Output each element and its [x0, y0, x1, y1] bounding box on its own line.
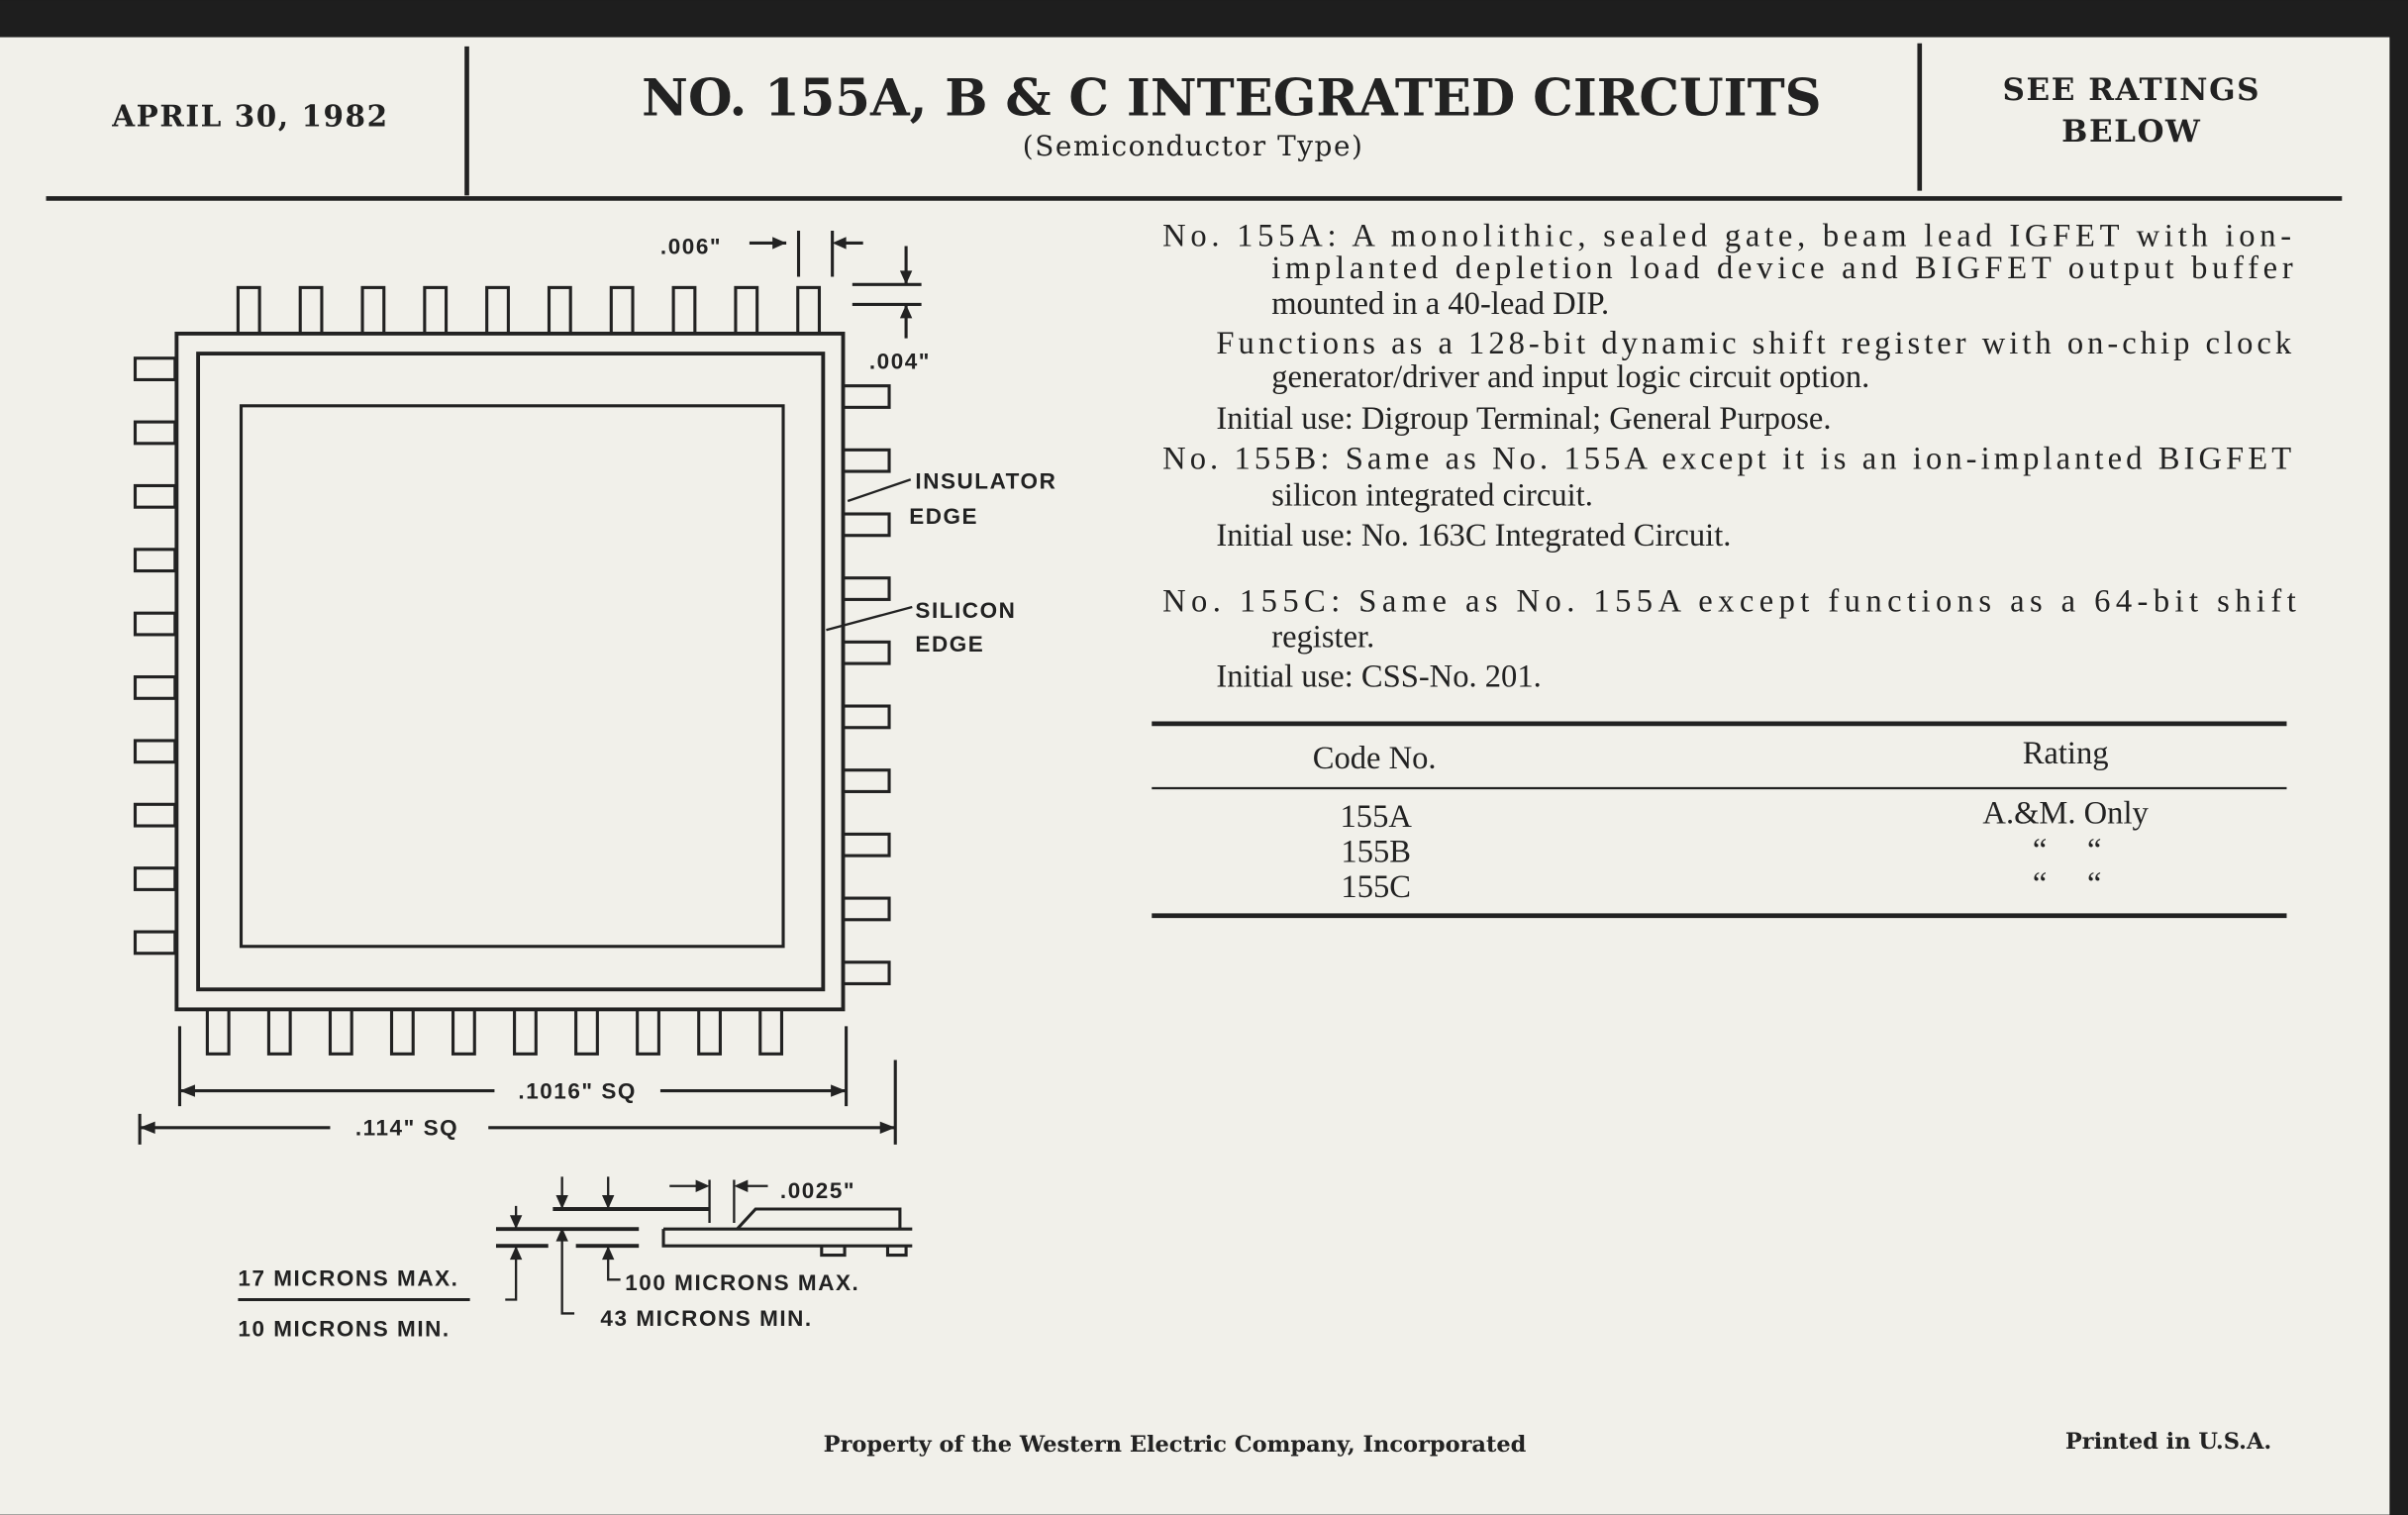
dim-004-lines: [852, 246, 922, 339]
beam-lead: [841, 960, 891, 986]
beam-lead: [671, 285, 697, 336]
printed-in: Printed in U.S.A.: [2065, 1429, 2271, 1455]
beam-lead: [423, 285, 449, 336]
desc-155b-use: Initial use: No. 163C Integrated Circuit…: [1216, 518, 1731, 554]
desc-155b-2: silicon integrated circuit.: [1271, 478, 1593, 514]
beam-lead: [133, 739, 177, 764]
beam-lead: [841, 832, 891, 858]
rating-cell: “ “: [2033, 866, 2102, 902]
desc-155c-1: No. 155C: Same as No. 155A except functi…: [1162, 584, 2296, 620]
dim-006-label: .006": [660, 234, 722, 258]
beam-lead: [841, 384, 891, 409]
beam-lead: [841, 640, 891, 665]
microns-10-label: 10 MICRONS MIN.: [238, 1317, 450, 1342]
table-row: 155B “ “: [1341, 833, 2101, 870]
layer-lines: [495, 1207, 710, 1249]
desc-155a-func-1: Functions as a 128-bit dynamic shift reg…: [1216, 326, 2291, 361]
beam-profile: [661, 1207, 913, 1258]
beam-lead: [841, 576, 891, 601]
beam-lead: [451, 1007, 476, 1056]
desc-155c-use: Initial use: CSS-No. 201.: [1216, 659, 1541, 695]
beam-lead: [758, 1007, 784, 1056]
desc-155a-2: implanted depletion load device and BIGF…: [1271, 251, 2293, 286]
desc-155b-1: No. 155B: Same as No. 155A except it is …: [1162, 441, 2291, 476]
code-cell: 155C: [1341, 869, 1411, 905]
ratings-table: Code No. Rating 155A A.&M. Only 155B “ “…: [1152, 721, 2287, 919]
code-cell: 155B: [1341, 834, 1411, 869]
beam-lead: [133, 548, 177, 573]
beam-lead: [328, 1007, 353, 1056]
beam-lead: [389, 1007, 415, 1056]
beam-lead: [841, 448, 891, 473]
beam-lead: [547, 285, 572, 336]
dim-0025-label: .0025": [780, 1178, 855, 1203]
insulator-edge-label: EDGE: [909, 504, 978, 529]
beam-lead: [298, 285, 324, 336]
silicon-die: [239, 404, 785, 949]
beam-lead: [574, 1007, 599, 1056]
microns-100-label: 100 MICRONS MAX.: [625, 1270, 859, 1295]
page-subtitle: (Semiconductor Type): [1023, 130, 1364, 162]
dim-1016-label: .1016" SQ: [518, 1078, 637, 1103]
rating-cell: “ “: [2033, 833, 2102, 868]
beam-lead: [841, 704, 891, 730]
table-row: 155A A.&M. Only: [1341, 796, 2150, 835]
insulator-inner: [196, 352, 826, 992]
beam-lead: [133, 483, 177, 509]
arrowheads: [899, 270, 913, 319]
property-notice: Property of the Western Electric Company…: [824, 1432, 1527, 1458]
beam-lead: [133, 356, 177, 381]
beam-lead: [841, 768, 891, 793]
card: [0, 37, 2390, 1515]
dim-114-label: .114" SQ: [355, 1116, 458, 1141]
table-row: 155C “ “: [1341, 866, 2101, 905]
dim-004-label: .004": [869, 350, 931, 374]
beam-lead: [796, 285, 822, 336]
beam-lead: [236, 285, 261, 336]
ratings-note-line1: SEE RATINGS: [2003, 72, 2261, 108]
beam-lead: [133, 675, 177, 700]
cross-section-diagram: .0025" 17 MICRONS MAX. 10 MICRONS MIN. 1…: [238, 1176, 913, 1342]
beam-lead: [360, 285, 386, 336]
beam-lead: [734, 285, 759, 336]
column-header-code: Code No.: [1313, 741, 1437, 776]
dim-1016-line: [177, 1026, 849, 1107]
beam-lead: [513, 1007, 538, 1056]
beam-lead: [266, 1007, 292, 1056]
dim-006-arrows: [749, 230, 863, 277]
page-title: NO. 155A, B & C INTEGRATED CIRCUITS: [642, 69, 1821, 129]
beam-lead: [133, 611, 177, 637]
microns-43-label: 43 MICRONS MIN.: [600, 1306, 812, 1331]
silicon-edge-label: EDGE: [915, 632, 984, 656]
beam-lead: [636, 1007, 660, 1056]
desc-155a-use: Initial use: Digroup Terminal; General P…: [1216, 401, 1831, 437]
ratings-note-line2: BELOW: [2061, 114, 2201, 150]
chip-diagram: .006" .004" INSULATOR EDGE SILICON EDGE …: [133, 230, 1056, 1145]
beam-leads: [133, 285, 891, 1056]
insulator-edge-label: INSULATOR: [915, 469, 1056, 494]
microns-17-label: 17 MICRONS MAX.: [238, 1266, 458, 1291]
silicon-leader: [826, 605, 913, 632]
desc-155a-3: mounted in a 40-lead DIP.: [1271, 286, 1609, 322]
beam-lead: [609, 285, 635, 336]
beam-lead: [841, 512, 891, 538]
dim-114-line: [138, 1060, 897, 1145]
beam-lead: [133, 866, 177, 891]
insulator-leader: [847, 478, 912, 503]
column-header-rating: Rating: [2023, 736, 2109, 771]
date: APRIL 30, 1982: [111, 99, 388, 134]
beam-lead: [133, 930, 177, 956]
rating-cell: A.&M. Only: [1982, 796, 2149, 832]
desc-155c-2: register.: [1271, 619, 1374, 655]
header: APRIL 30, 1982 NO. 155A, B & C INTEGRATE…: [46, 43, 2343, 201]
beam-lead: [697, 1007, 722, 1056]
beam-lead: [133, 802, 177, 828]
beam-lead: [133, 420, 177, 446]
beam-lead: [205, 1007, 231, 1056]
desc-155a-func-2: generator/driver and input logic circuit…: [1271, 359, 1869, 395]
code-cell: 155A: [1341, 799, 1413, 835]
beam-lead: [841, 896, 891, 922]
beam-lead: [485, 285, 510, 336]
silicon-edge-label: SILICON: [915, 598, 1016, 623]
